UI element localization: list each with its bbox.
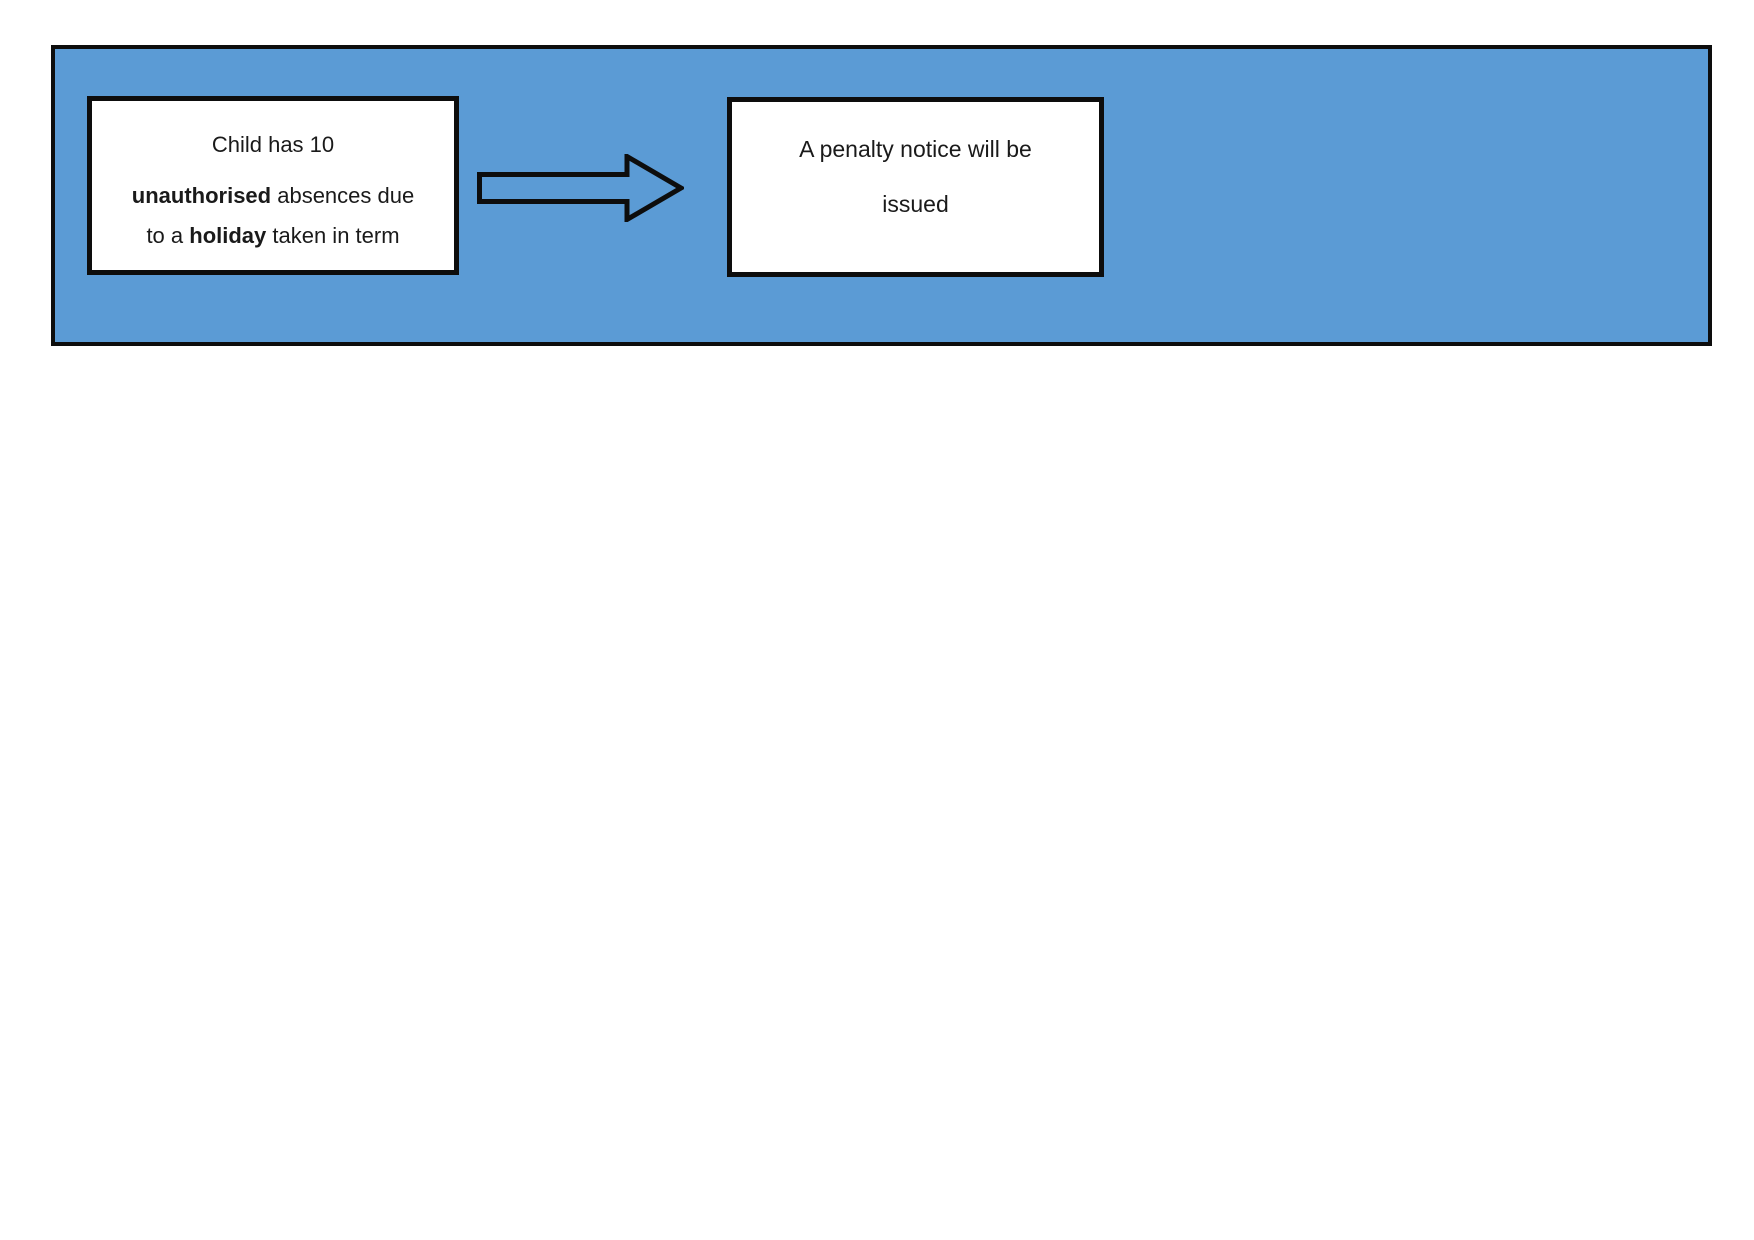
cause-line-3: to a holiday taken in term: [92, 216, 454, 256]
result-box: A penalty notice will be issued: [727, 97, 1104, 277]
cause-line-2-rest-text: absences due: [271, 183, 415, 208]
cause-line-2: unauthorised absences due: [92, 176, 454, 216]
cause-line-3-pre-text: to a: [146, 223, 190, 248]
cause-line-3-bold-text: holiday: [189, 223, 267, 248]
result-line-1: A penalty notice will be: [799, 136, 1032, 162]
right-arrow-icon: [477, 154, 684, 222]
cause-box: Child has 10 unauthorised absences due t…: [87, 96, 459, 275]
penalty-process-banner: Child has 10 unauthorised absences due t…: [51, 45, 1712, 346]
cause-line-3-rest-text: taken in term: [266, 223, 400, 248]
result-line-2: issued: [882, 191, 949, 217]
cause-line-1: Child has 10: [211, 132, 335, 157]
cause-line-2-bold-text: unauthorised: [131, 183, 272, 208]
